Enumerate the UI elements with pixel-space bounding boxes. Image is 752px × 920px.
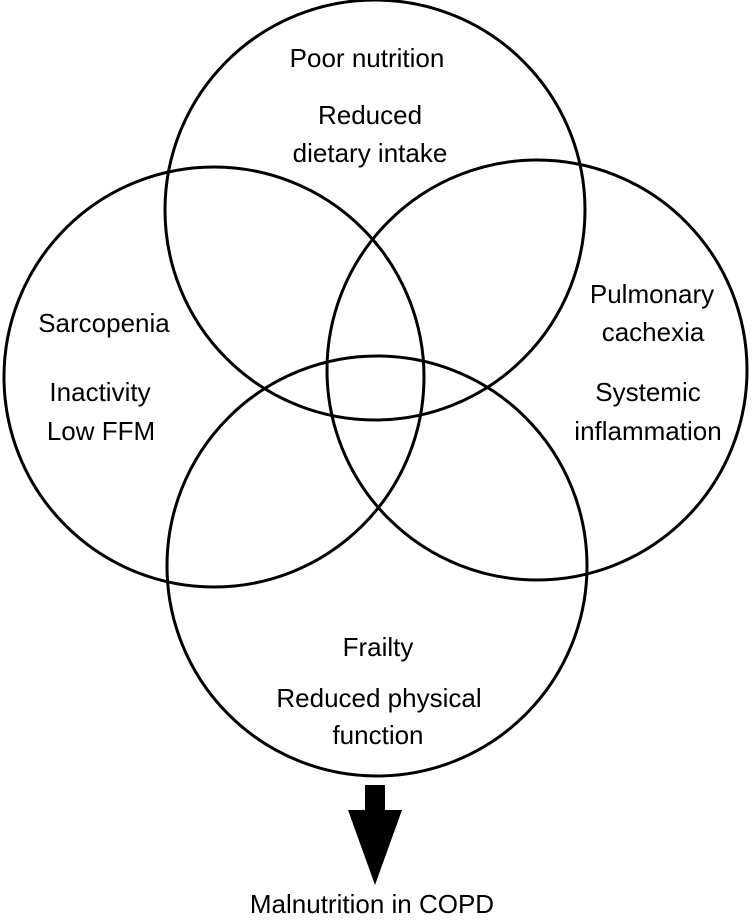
down-arrow-icon: [348, 785, 402, 885]
pulmonary-cachexia-line2: inflammation: [574, 416, 721, 446]
sarcopenia-circle: [2, 165, 426, 589]
sarcopenia-line1: Inactivity: [49, 377, 150, 407]
poor-nutrition-line1: Reduced: [318, 100, 422, 130]
sarcopenia-title: Sarcopenia: [38, 308, 170, 338]
pulmonary-cachexia-circle: [325, 158, 749, 582]
pulmonary-cachexia-title-line2: cachexia: [602, 317, 705, 347]
poor-nutrition-circle: [163, 0, 587, 422]
poor-nutrition-line2: dietary intake: [293, 138, 448, 168]
pulmonary-cachexia-line1: Systemic: [595, 377, 700, 407]
sarcopenia-line2: Low FFM: [47, 416, 155, 446]
frailty-line2: function: [332, 720, 423, 750]
poor-nutrition-title: Poor nutrition: [290, 43, 445, 73]
frailty-circle: [165, 354, 589, 778]
pulmonary-cachexia-title-line1: Pulmonary: [590, 279, 714, 309]
outcome-label: Malnutrition in COPD: [250, 889, 494, 919]
frailty-line1: Reduced physical: [276, 683, 481, 713]
frailty-title: Frailty: [343, 632, 414, 662]
